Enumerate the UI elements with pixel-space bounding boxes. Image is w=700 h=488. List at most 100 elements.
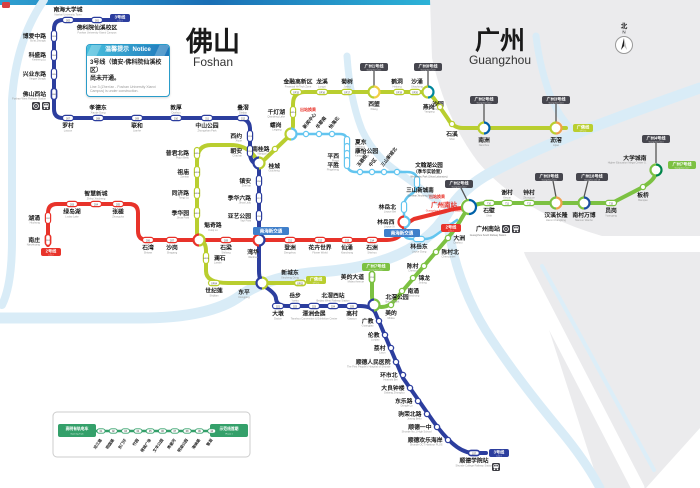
compass-north-zh: 北 bbox=[621, 21, 628, 30]
icon-glyph bbox=[493, 464, 499, 469]
badge-label: 3号线 bbox=[494, 449, 506, 456]
station-pill bbox=[50, 48, 58, 62]
city-area bbox=[524, 252, 700, 488]
station-name-en: Chencun bbox=[408, 269, 419, 273]
station-code: 213 bbox=[345, 239, 350, 242]
station-name-en: Huchong bbox=[30, 221, 41, 225]
station-pill bbox=[165, 236, 179, 244]
map-annotation: 出站换乘 bbox=[300, 106, 316, 112]
station-dot bbox=[375, 317, 383, 325]
station-dot bbox=[328, 130, 336, 138]
icon-win2 bbox=[516, 227, 518, 229]
ring-right bbox=[555, 121, 563, 135]
badge-sub: Guangzhou Line 2 bbox=[477, 102, 492, 104]
badge-sub: Line 2 bbox=[449, 230, 454, 232]
station-name: 仙涌 bbox=[341, 244, 353, 252]
station-name-en: Dongle Lu bbox=[401, 404, 413, 408]
station-name-en: Shunde No.1 High School bbox=[402, 430, 432, 434]
badge-bg bbox=[535, 173, 563, 181]
station-code: 206 bbox=[146, 239, 151, 242]
station-name-en: Hedong bbox=[392, 84, 402, 88]
station-pill bbox=[283, 236, 297, 244]
map-annotation: Guangzhou South Railway Station bbox=[470, 234, 507, 237]
station-dot bbox=[368, 168, 376, 176]
station-pill bbox=[169, 114, 183, 122]
ring-right bbox=[555, 196, 563, 210]
station-dot bbox=[315, 130, 323, 138]
badge-label: 2号线 bbox=[446, 224, 458, 231]
ring-right bbox=[258, 156, 266, 170]
station-name: 石梁 bbox=[219, 244, 232, 252]
label-box: 南海新交通 bbox=[384, 229, 420, 237]
badge-sub: Guangzhou Line 8 bbox=[421, 69, 436, 71]
badge-label: 广州2号线 bbox=[474, 96, 494, 103]
station-code: 710 bbox=[487, 202, 492, 205]
notice-header-zh: 温馨提示 bbox=[105, 47, 130, 53]
station-name-en: Yuangang bbox=[605, 213, 617, 217]
station-name: 绿岛湖 bbox=[63, 208, 81, 216]
station-name: 科盛路 bbox=[29, 51, 47, 59]
station-pill bbox=[193, 146, 201, 160]
station-dot bbox=[406, 384, 414, 392]
station-name: 员岗 bbox=[605, 207, 617, 215]
station-name-en: Linyue Bei bbox=[384, 210, 397, 214]
station-name-en: Guicheng bbox=[269, 169, 281, 173]
legend-station-name: 明国路 bbox=[104, 438, 115, 450]
station-pill bbox=[200, 114, 214, 122]
station-dot bbox=[444, 436, 452, 444]
station-name: 罗村 bbox=[62, 122, 74, 130]
badge-label: 广佛线 bbox=[310, 276, 323, 283]
station-name: 林岳北 bbox=[379, 203, 397, 211]
interchange-circle bbox=[368, 299, 380, 311]
station-pill bbox=[193, 186, 201, 200]
station-name-en: Xianchong bbox=[341, 250, 354, 254]
station-dot bbox=[271, 145, 279, 153]
station-name-en: Nanchong bbox=[408, 294, 420, 298]
station-name: 南涌 bbox=[408, 287, 420, 295]
station-name: 朝安 bbox=[230, 147, 242, 155]
badge-stem bbox=[583, 180, 589, 198]
ring-left bbox=[577, 196, 585, 210]
notice-en: Line 3 (Zhen'an - Foshan University Xian… bbox=[90, 85, 156, 94]
station-name-en: Jihua Liulu bbox=[239, 201, 252, 205]
interchange-circle bbox=[462, 200, 476, 214]
legend-code: 06 bbox=[161, 430, 164, 433]
station-name: 沙园 bbox=[432, 100, 444, 108]
station-code: GF07 bbox=[194, 213, 200, 215]
badge-label: 广州1号线 bbox=[364, 63, 384, 70]
badge-label: 广州7号线 bbox=[672, 161, 692, 168]
icon-wheel1 bbox=[493, 468, 496, 471]
ring-right bbox=[655, 163, 663, 177]
station-广州南站 bbox=[460, 198, 478, 216]
ring-right bbox=[373, 298, 381, 312]
badge-bg bbox=[414, 63, 442, 71]
badge-bg bbox=[445, 180, 473, 188]
guangzhou-zh: 广州 bbox=[474, 27, 525, 55]
legend-code: 08 bbox=[186, 430, 189, 433]
badge-label: 广州3号线 bbox=[546, 96, 566, 103]
station-name: 兴业东路 bbox=[23, 70, 46, 78]
map-annotation: 三山新城南 bbox=[406, 186, 434, 194]
station-name-en: Yangang bbox=[424, 110, 435, 114]
badge-label: 广佛线 bbox=[577, 124, 590, 131]
interchange-circle bbox=[253, 157, 265, 169]
badge-sub: Guangzhou Line 3 bbox=[549, 102, 564, 104]
station-name: 沥滘 bbox=[550, 136, 562, 144]
station-pill bbox=[50, 29, 58, 43]
compass-needle-light bbox=[624, 38, 627, 50]
station-name-en: Shizhou bbox=[367, 250, 377, 254]
